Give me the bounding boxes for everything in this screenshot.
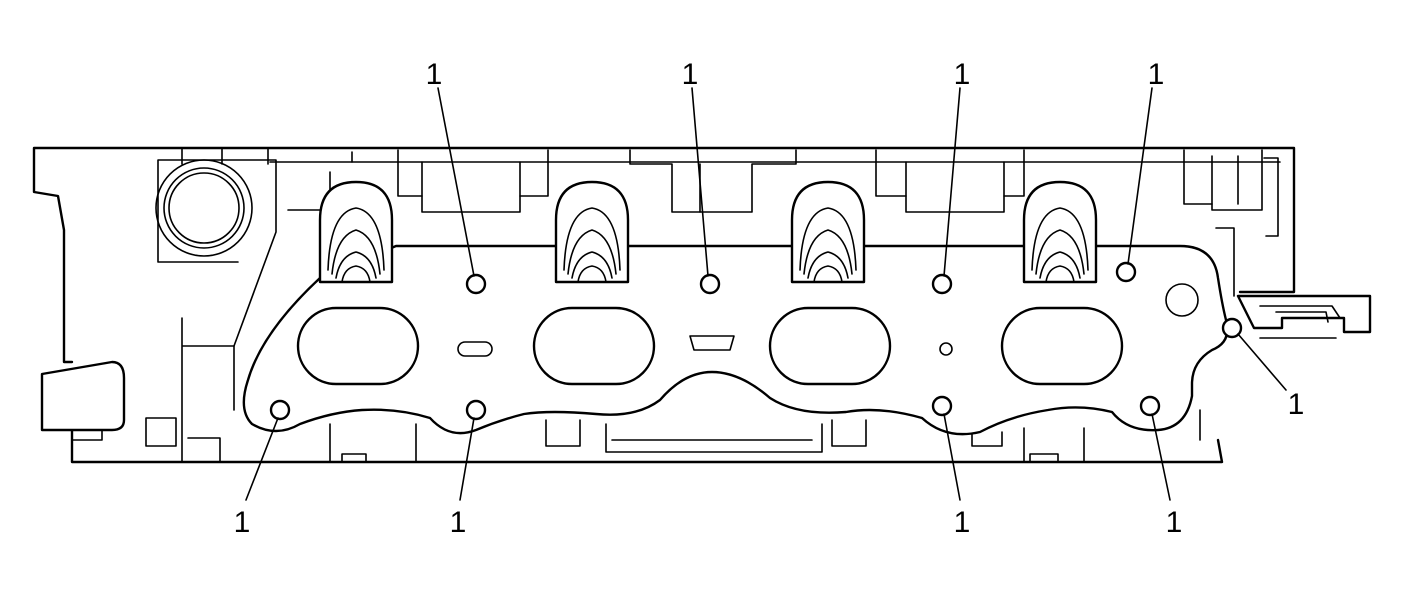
- callout-label: 1: [1288, 388, 1305, 421]
- leader-line: [1151, 413, 1171, 501]
- flange-notch: [689, 335, 735, 351]
- stud-hole: [1139, 395, 1161, 417]
- port-arches: [318, 180, 1098, 284]
- leader-line: [459, 417, 475, 501]
- exhaust-port-3: [768, 306, 892, 386]
- leader-line: [245, 417, 279, 501]
- exhaust-flange-gasket: [242, 244, 1229, 436]
- exhaust-port-2: [532, 306, 656, 386]
- stud-hole: [1115, 261, 1137, 283]
- exhaust-ports: [296, 306, 1124, 386]
- stud-hole: [465, 399, 487, 421]
- callout-label: 1: [1148, 58, 1165, 91]
- stud-hole: [931, 395, 953, 417]
- callout-label: 1: [450, 506, 467, 539]
- callout-label: 1: [682, 58, 699, 91]
- leader-line: [1127, 87, 1153, 265]
- stud-hole: [1221, 317, 1243, 339]
- flange-pin-hole: [939, 342, 953, 356]
- leader-line: [943, 87, 961, 277]
- callout-label: 1: [954, 58, 971, 91]
- leader-line: [1237, 333, 1287, 391]
- callout-label: 1: [954, 506, 971, 539]
- leader-lines: [245, 87, 1287, 501]
- stud-hole: [269, 399, 291, 421]
- leader-line: [943, 413, 961, 501]
- stud-hole: [931, 273, 953, 295]
- exhaust-port-4: [1000, 306, 1124, 386]
- leader-line: [437, 87, 475, 277]
- callout-label: 1: [1166, 506, 1183, 539]
- leader-line: [691, 87, 709, 277]
- stud-hole: [699, 273, 721, 295]
- flange-slot: [457, 341, 493, 357]
- callout-label: 1: [234, 506, 251, 539]
- stud-holes: [269, 261, 1243, 421]
- callout-label: 1: [426, 58, 443, 91]
- callout-labels: 1 1 1 1 1 1 1 1 1: [234, 58, 1305, 539]
- stud-hole: [465, 273, 487, 295]
- exhaust-port-1: [296, 306, 420, 386]
- locating-dowel: [1165, 283, 1199, 317]
